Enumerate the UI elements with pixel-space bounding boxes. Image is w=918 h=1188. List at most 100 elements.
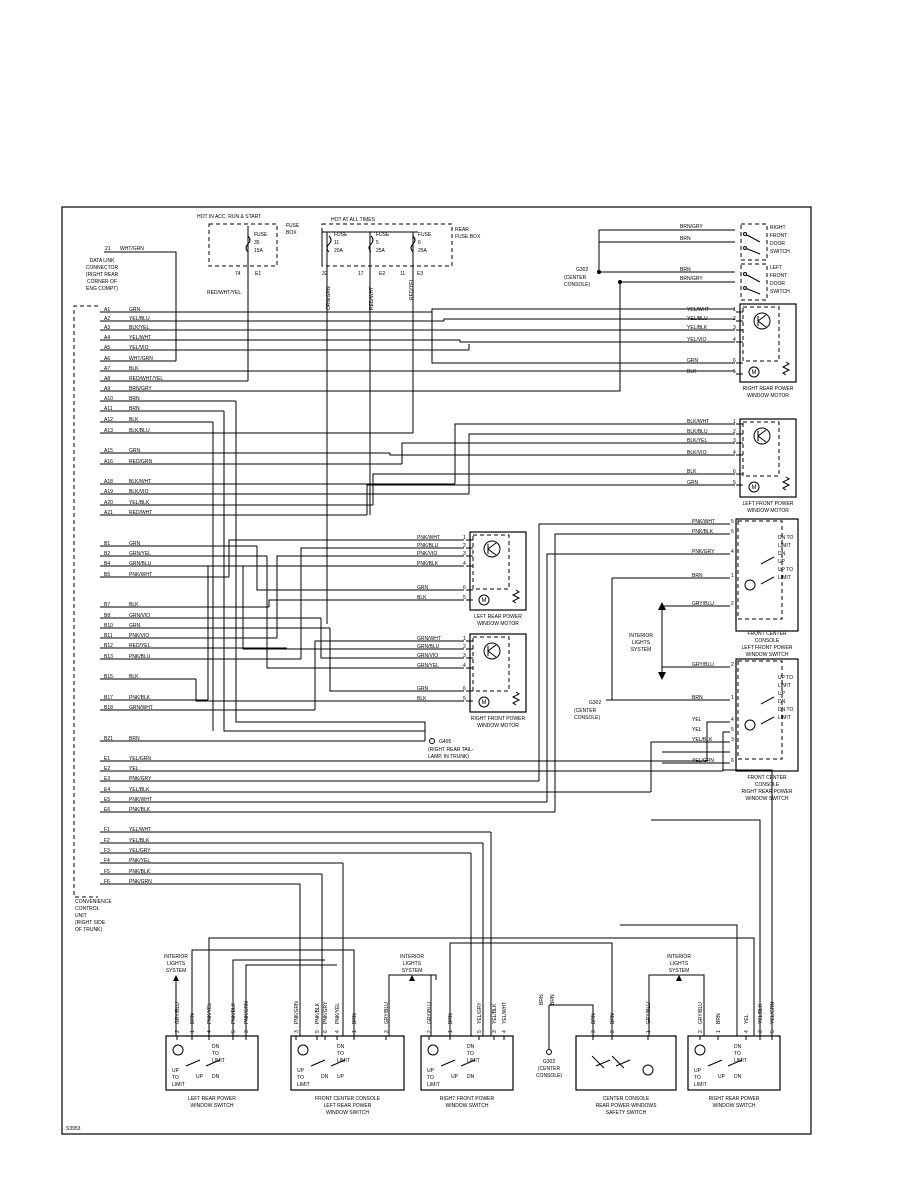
ground-label: CONSOLE) xyxy=(574,715,600,721)
motor-pin: 6 xyxy=(733,358,736,364)
bottom-switch-wire: PNK/GRY xyxy=(323,1001,329,1024)
bottom-switch-wire: YEL/WHT xyxy=(502,1002,508,1024)
interior-lights-label: INTERIOR xyxy=(164,954,188,960)
motor-pin: 2 xyxy=(463,543,466,549)
motor-pin: 5 xyxy=(463,595,466,601)
motor-wire-label: BLK xyxy=(417,595,427,601)
bottom-switch-wire: GRY/BLU xyxy=(175,1002,181,1024)
ccu-pin-wire: BLK xyxy=(129,417,139,423)
ground-label: (CENTER xyxy=(574,708,597,714)
fuse-label: FUSE xyxy=(418,232,432,238)
bottom-switch-outline xyxy=(165,1035,259,1091)
interior-lights-label: LIGHTS xyxy=(632,640,651,646)
coil-icon xyxy=(511,691,521,706)
switch-label: LIMIT xyxy=(694,1082,707,1088)
bottom-switch-wire: YEL/BLK xyxy=(492,1003,498,1024)
fuse-wire-label: RED/YEL xyxy=(409,278,415,300)
switch-contact xyxy=(760,696,775,705)
switch-contact xyxy=(440,1059,456,1067)
bottom-switch-label: LEFT REAR POWER xyxy=(188,1096,236,1102)
ground-label: G302 xyxy=(576,267,588,273)
console-switch-label: FRONT CENTER xyxy=(747,775,786,781)
console-switch-pin: 3 xyxy=(731,737,734,743)
console-switch-wire: YEL xyxy=(692,727,702,733)
motor-pin: 5 xyxy=(733,369,736,375)
door-switch-outline xyxy=(740,263,768,301)
switch-label: UP xyxy=(778,559,786,565)
ccu-pin-wire: BLK xyxy=(129,366,139,372)
transistor-icon xyxy=(483,540,501,558)
fuse-box-rear-label: REAR xyxy=(455,227,469,233)
ccu-pin-number: E6 xyxy=(104,807,110,813)
bottom-switch-wire: BRN xyxy=(610,1013,616,1024)
ccu-pin-wire: PNK/BLK xyxy=(129,695,151,701)
console-switch-inner xyxy=(737,520,783,620)
console-switch-wire: PNK/GRY xyxy=(692,549,715,555)
wire xyxy=(546,553,730,802)
bottom-switch-outline xyxy=(687,1035,781,1091)
switch-label: LIMIT xyxy=(212,1058,225,1064)
fuse-box-rear-label: FUSE BOX xyxy=(455,234,481,240)
data-link-wire xyxy=(104,251,177,361)
switch-label: TO xyxy=(172,1075,179,1081)
ccu-label: (RIGHT SIDE xyxy=(75,920,106,926)
motor-outline xyxy=(739,418,797,498)
fuse-label: FUSE xyxy=(334,232,348,238)
wire xyxy=(195,679,464,702)
console-switch-label: FRONT CENTER xyxy=(747,631,786,637)
wire xyxy=(431,312,735,364)
ccu-pin-number: B17 xyxy=(104,695,113,701)
wire xyxy=(320,618,464,659)
wire xyxy=(431,308,735,312)
ccu-pin-wire: YEL/GRY xyxy=(129,848,151,854)
fuse-label: FUSE xyxy=(254,232,268,238)
bottom-switch-wire: BRN xyxy=(190,1013,196,1024)
bottom-switch-pin: 3 xyxy=(244,1030,250,1033)
ccu-pin-number: F5 xyxy=(104,869,110,875)
wire xyxy=(242,566,464,650)
door-switch-label: RIGHT xyxy=(770,225,786,231)
ccu-pin-wire: PNK/VIO xyxy=(129,633,149,639)
fuse-pin: 11 xyxy=(400,271,405,277)
ccu-pin-wire: YEL/BLU xyxy=(129,316,150,322)
arrow-icon xyxy=(409,975,415,981)
bottom-switch-wire: GRY/BLU xyxy=(427,1002,433,1024)
ccu-pin-wire: YEL/WHT xyxy=(129,335,151,341)
fuse-label: 20A xyxy=(334,248,344,254)
motor-pin: 6 xyxy=(463,686,466,692)
bottom-switch-pin: 1 xyxy=(646,1030,652,1033)
console-switch-pin: 5 xyxy=(731,519,734,525)
ccu-pin-wire: PNK/GRY xyxy=(129,776,152,782)
switch-label: DN xyxy=(337,1044,345,1050)
fuse-box-left-title: HOT IN ACC, RUN & START xyxy=(197,214,261,220)
console-switch-pin: 1 xyxy=(731,573,734,579)
lamp-icon xyxy=(297,1044,309,1056)
bottom-switch-wire: BRN xyxy=(716,1013,722,1024)
transistor-icon xyxy=(487,644,497,652)
console-switch-label: RIGHT REAR POWER xyxy=(741,789,792,795)
drawing-id: S3953 xyxy=(66,1126,81,1132)
fuse-wire-label: RED/WHT/YEL xyxy=(207,290,241,296)
data-link-label: CORNER OF xyxy=(87,279,117,285)
switch-label: UP xyxy=(172,1068,180,1074)
ccu-pin-number: A20 xyxy=(104,500,113,506)
bottom-switch-pin: 2 xyxy=(427,1030,433,1033)
ccu-pin-number: A13 xyxy=(104,428,113,434)
fuse-pin: 74 xyxy=(235,271,241,277)
ccu-pin-number: A7 xyxy=(104,366,110,372)
switch-contact xyxy=(615,1059,631,1067)
transistor-icon xyxy=(483,642,501,660)
wire xyxy=(245,964,337,1036)
motor-wire-label: PNK/WHT xyxy=(417,535,440,541)
wire xyxy=(651,819,761,1036)
wire xyxy=(648,974,705,1036)
interior-lights-label: INTERIOR xyxy=(400,954,424,960)
transistor-icon xyxy=(757,429,767,437)
ccu-pin-number: B13 xyxy=(104,654,113,660)
arrow-icon xyxy=(658,602,666,610)
ccu-pin-wire: BLK/YEL xyxy=(129,325,150,331)
wire xyxy=(366,484,735,515)
arrow-icon xyxy=(658,672,666,680)
arrow-icon xyxy=(676,975,682,981)
